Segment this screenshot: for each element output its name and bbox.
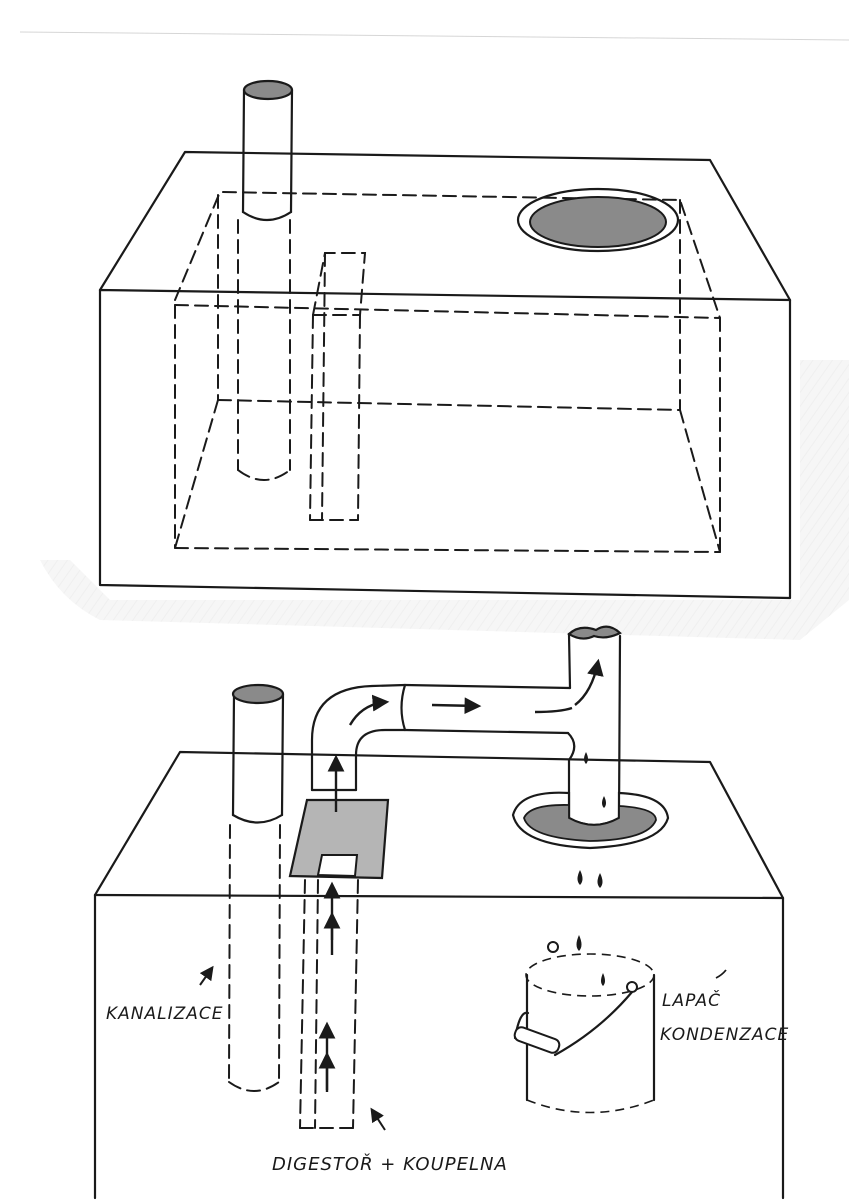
duct-horizontal bbox=[403, 683, 573, 735]
label-condensate-catcher-2: KONDENZACE bbox=[660, 1025, 789, 1045]
sewer-pipe bbox=[228, 683, 285, 1092]
top-shaft bbox=[309, 252, 367, 521]
top-box-lid bbox=[98, 150, 792, 302]
condensate-bucket bbox=[513, 941, 656, 1114]
top-box-shading bbox=[40, 360, 849, 640]
chimney-ring-opening bbox=[511, 791, 670, 850]
bottom-box-front-top bbox=[93, 893, 785, 1200]
top-box bbox=[40, 79, 849, 640]
top-flue-pipe bbox=[237, 79, 294, 481]
sewer-pointer-arrow bbox=[199, 965, 214, 986]
top-box-hidden-edges bbox=[174, 190, 721, 553]
shaft-airflow-arrows bbox=[318, 881, 341, 1092]
bottom-box bbox=[93, 625, 785, 1200]
shaft-opening bbox=[288, 798, 390, 1129]
chimney-pipe bbox=[566, 625, 622, 827]
catcher-tick-mark bbox=[715, 969, 727, 979]
label-sewer: KANALIZACE bbox=[106, 1004, 224, 1024]
duct-elbow bbox=[310, 683, 407, 812]
bottom-box-lid bbox=[93, 750, 785, 900]
top-round-opening bbox=[516, 187, 680, 253]
label-condensate-catcher-1: LAPAČ bbox=[662, 989, 721, 1011]
label-hood-bathroom: DIGESTOŘ + KOUPELNA bbox=[272, 1153, 508, 1175]
shaft-pointer-arrow bbox=[370, 1107, 386, 1131]
condensate-drops bbox=[576, 870, 605, 986]
top-box-front bbox=[98, 288, 792, 600]
page-edge-line bbox=[19, 31, 849, 41]
